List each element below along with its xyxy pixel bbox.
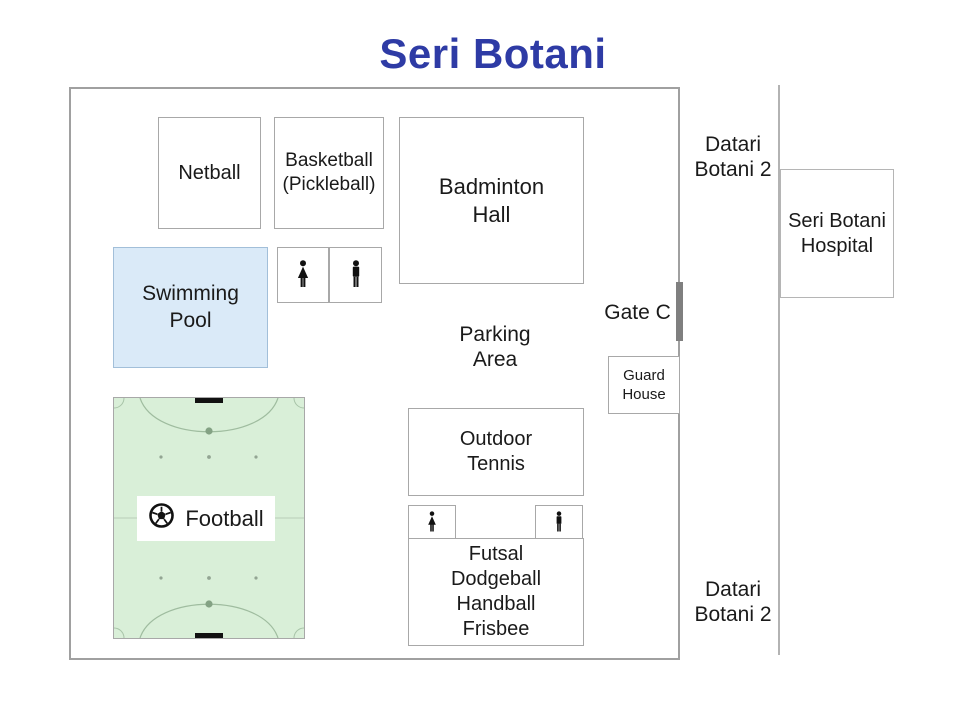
swimming-pool-label: Swimming Pool	[142, 282, 239, 332]
gate-c-marker	[676, 282, 683, 341]
male-restroom-icon	[344, 233, 368, 317]
multi-sport-court: Futsal Dodgeball Handball Frisbee	[408, 538, 584, 646]
netball-label: Netball	[178, 161, 241, 184]
female-restroom-icon	[291, 233, 315, 317]
multi-sport-label: Futsal Dodgeball Handball Frisbee	[450, 542, 542, 641]
page-title: Seri Botani	[379, 30, 607, 77]
restroom-male-upper	[329, 247, 382, 303]
swimming-pool: Swimming Pool	[113, 247, 268, 368]
outdoor-tennis-court: Outdoor Tennis	[408, 408, 584, 496]
road-line	[778, 85, 780, 655]
badminton-label: Badminton Hall	[438, 174, 545, 227]
female-restroom-icon	[423, 485, 441, 560]
basketball-pickleball-court: Basketball (Pickleball)	[274, 117, 384, 229]
parking-area-label: Parking Area	[459, 323, 531, 372]
guard-house: Guard House	[608, 356, 680, 414]
seri-botani-hospital: Seri Botani Hospital	[780, 169, 894, 298]
hospital-label: Seri Botani Hospital	[788, 209, 886, 257]
restroom-female-lower	[408, 505, 456, 539]
football-field-label: Football	[137, 496, 275, 541]
football-label-text: Football	[185, 505, 264, 531]
netball-court: Netball	[158, 117, 261, 229]
male-restroom-icon	[550, 485, 568, 560]
guard-house-label: Guard House	[622, 366, 666, 404]
gate-c-label: Gate C	[604, 301, 671, 324]
soccer-ball-icon	[148, 502, 175, 535]
outdoor-tennis-label: Outdoor Tennis	[459, 428, 533, 475]
datari-botani-2-label-bottom: Datari Botani 2	[694, 578, 772, 627]
datari-botani-2-label-top: Datari Botani 2	[694, 133, 772, 182]
basketball-label: Basketball (Pickleball)	[282, 150, 376, 195]
badminton-hall: Badminton Hall	[399, 117, 584, 284]
restroom-male-lower	[535, 505, 583, 539]
restroom-female-upper	[277, 247, 329, 303]
